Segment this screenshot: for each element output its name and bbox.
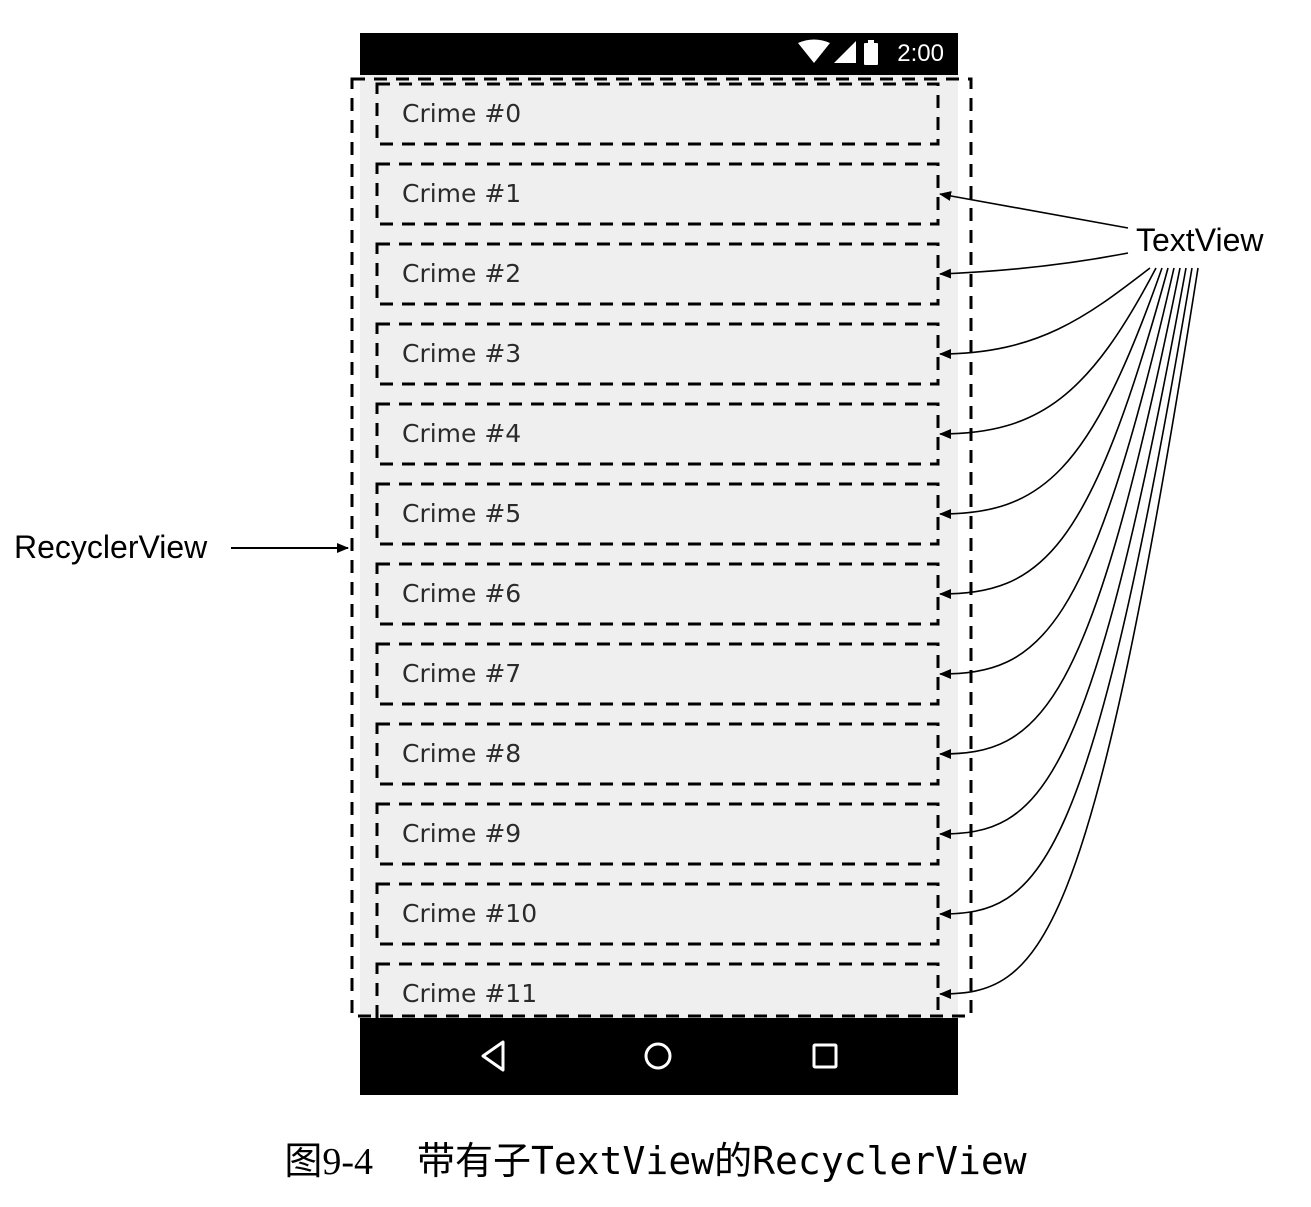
signal-icon bbox=[834, 41, 856, 63]
textview-arrow bbox=[939, 267, 1187, 839]
textview-arrow bbox=[939, 267, 1181, 759]
status-bar: 2:00 bbox=[360, 33, 958, 75]
list-item-label: Crime #2 bbox=[402, 259, 522, 288]
phone-screen: 2:00 Crime #0 Crime #1 Crime #2 Crime #3 Cri… bbox=[360, 33, 958, 1095]
textview-arrow bbox=[939, 267, 1169, 599]
back-icon[interactable] bbox=[478, 1038, 508, 1074]
textview-outline bbox=[375, 642, 940, 706]
textview-arrow bbox=[939, 267, 1163, 519]
list-item-label: Crime #0 bbox=[402, 99, 522, 128]
recycler-view-label: RecyclerView bbox=[14, 529, 208, 565]
textview-outline bbox=[375, 802, 940, 866]
battery-icon bbox=[864, 40, 878, 65]
list-item-label: Crime #6 bbox=[402, 579, 522, 608]
list-item[interactable]: Crime #0 bbox=[376, 84, 938, 143]
textview-arrow bbox=[939, 252, 1129, 279]
list-item-label: Crime #11 bbox=[402, 979, 538, 1008]
status-icons bbox=[798, 39, 878, 65]
textview-outline bbox=[375, 402, 940, 466]
list-item[interactable]: Crime #8 bbox=[376, 724, 938, 783]
textview-arrows bbox=[939, 191, 1199, 999]
textview-outline bbox=[375, 962, 940, 1026]
textview-outline bbox=[375, 562, 940, 626]
list-item-label: Crime #10 bbox=[402, 899, 538, 928]
list-item[interactable]: Crime #7 bbox=[376, 644, 938, 703]
list-item[interactable]: Crime #3 bbox=[376, 324, 938, 383]
textview-outline bbox=[375, 82, 940, 146]
recycler-view-outline bbox=[350, 77, 973, 1018]
list-item[interactable]: Crime #2 bbox=[376, 244, 938, 303]
list-item-label: Crime #8 bbox=[402, 739, 522, 768]
textview-outline bbox=[375, 482, 940, 546]
textview-arrow bbox=[939, 191, 1129, 229]
figure-number: 图9-4 bbox=[284, 1141, 374, 1183]
figure-caption-text: 带有子TextView的RecyclerView bbox=[417, 1139, 1027, 1183]
textview-label: TextView bbox=[1136, 222, 1264, 258]
list-item-label: Crime #9 bbox=[402, 819, 522, 848]
home-icon[interactable] bbox=[642, 1038, 674, 1074]
navigation-bar bbox=[360, 1018, 958, 1095]
textview-arrow bbox=[939, 267, 1199, 999]
list-item-label: Crime #7 bbox=[402, 659, 522, 688]
textview-outline bbox=[375, 882, 940, 946]
list-item-label: Crime #5 bbox=[402, 499, 522, 528]
list-item-label: Crime #1 bbox=[402, 179, 522, 208]
wifi-icon bbox=[798, 39, 830, 63]
list-item[interactable]: Crime #11 bbox=[376, 964, 938, 1023]
list-item[interactable]: Crime #6 bbox=[376, 564, 938, 623]
textview-outline bbox=[375, 722, 940, 786]
textview-outline bbox=[375, 162, 940, 226]
figure-caption: 图9-4 带有子TextView的RecyclerView bbox=[0, 1130, 1311, 1185]
status-time: 2:00 bbox=[897, 40, 944, 67]
textview-arrow bbox=[939, 267, 1157, 439]
recents-icon[interactable] bbox=[810, 1038, 840, 1074]
list-item-label: Crime #3 bbox=[402, 339, 522, 368]
list-item[interactable]: Crime #5 bbox=[376, 484, 938, 543]
textview-outline bbox=[375, 242, 940, 306]
list-item-label: Crime #4 bbox=[402, 419, 522, 448]
textview-arrow bbox=[939, 267, 1151, 359]
list-item[interactable]: Crime #1 bbox=[376, 164, 938, 223]
textview-outline bbox=[375, 322, 940, 386]
list-item[interactable]: Crime #10 bbox=[376, 884, 938, 943]
textview-outlines bbox=[375, 82, 940, 1026]
textview-arrow bbox=[939, 267, 1193, 919]
list-item[interactable]: Crime #9 bbox=[376, 804, 938, 863]
list-item[interactable]: Crime #4 bbox=[376, 404, 938, 463]
textview-arrow bbox=[939, 267, 1175, 679]
